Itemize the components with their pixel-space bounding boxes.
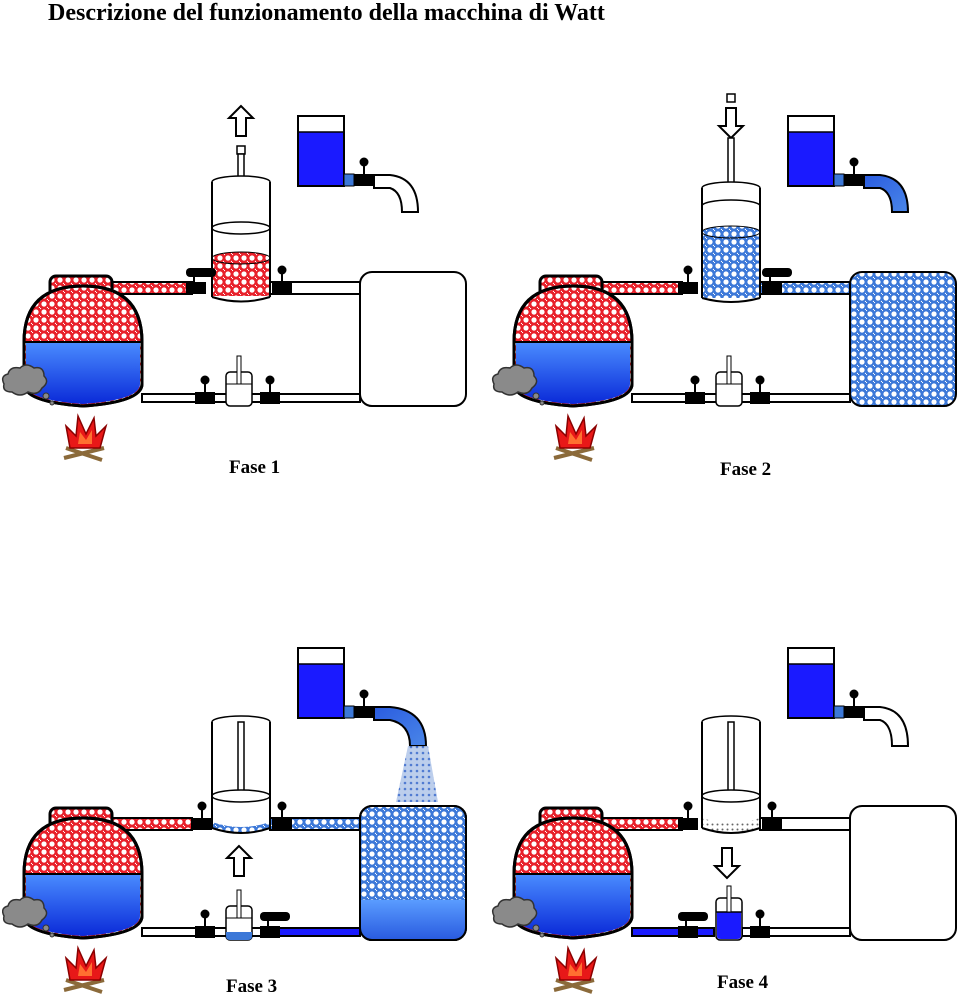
water-tank [297,647,345,719]
phase-4-diagram [491,647,957,994]
condenser [359,271,467,407]
fire-icon [62,414,108,462]
phase-2-diagram [491,93,957,462]
page-title: Descrizione del funzionamento della macc… [48,0,605,26]
pump-arrow-up-icon [226,845,252,877]
boiler-valve-icon [677,800,699,831]
pump-inlet-valve-icon [194,374,216,405]
boiler-valve-icon [191,800,213,831]
boiler-valve-icon [677,264,699,295]
phase-1-diagram [1,105,467,462]
piston-arrow-up-icon [228,105,254,137]
pump-outlet-valve-icon [749,374,771,405]
pump-arrow-down-icon [714,847,740,879]
tank-tap-valve-icon [353,688,375,719]
pump-outlet-valve-icon [259,374,281,405]
fire-icon [552,946,598,994]
feed-pump [225,889,253,941]
tank-tap-valve-icon [843,156,865,187]
piston-arrow-down-icon [718,107,744,139]
pump-inlet-valve-icon [194,908,216,939]
cylinder [701,715,761,834]
tank-tap-valve-icon [353,156,375,187]
tank-tap-valve-icon [843,688,865,719]
water-tank [297,115,345,187]
phase-4-label: Fase 4 [717,972,769,993]
pump-inlet-valve-icon [684,374,706,405]
cylinder [211,715,271,834]
water-tank [787,647,835,719]
water-spray [396,746,438,802]
feed-pump [225,355,253,407]
condenser [849,271,957,407]
phase-1-label: Fase 1 [229,457,281,478]
phase-3-diagram [1,647,467,994]
phase-2-label: Fase 2 [720,459,772,480]
condenser [359,805,467,941]
feed-pump [715,885,743,941]
cylinder [211,175,271,303]
cylinder [701,181,761,303]
pump-outlet-valve-icon [749,908,771,939]
condenser-valve-icon [761,800,783,831]
condenser-valve-icon [271,800,293,831]
fire-icon [552,414,598,462]
water-tank [787,115,835,187]
condenser [849,805,957,941]
feed-pump [715,355,743,407]
condenser-valve-icon [271,264,293,295]
phase-3-label: Fase 3 [226,976,278,997]
fire-icon [62,946,108,994]
